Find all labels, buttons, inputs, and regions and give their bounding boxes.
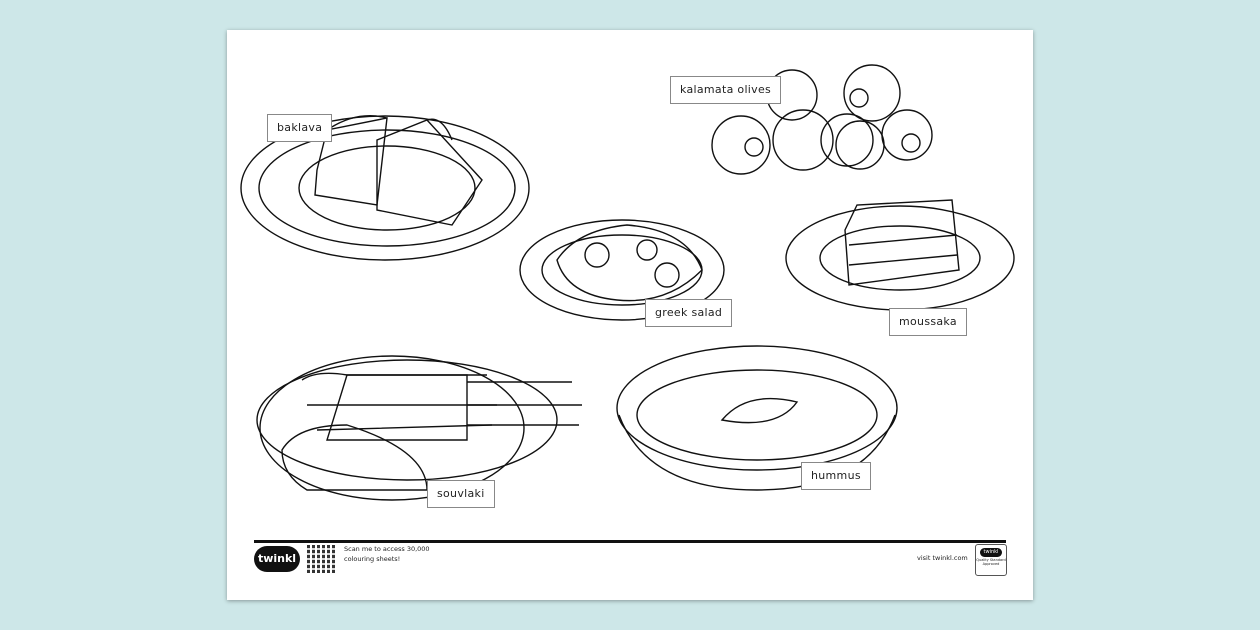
- label-greek-salad: greek salad: [645, 299, 733, 327]
- label-kalamata-olives: kalamata olives: [670, 76, 782, 104]
- visit-link[interactable]: visit twinkl.com: [917, 554, 968, 562]
- hummus-drawing: [616, 345, 898, 491]
- label-moussaka: moussaka: [889, 308, 967, 336]
- label-baklava: baklava: [267, 114, 333, 142]
- badge-text: Quality Standard Approved: [976, 558, 1006, 566]
- qr-code-icon: [307, 545, 335, 573]
- footer-divider: [254, 540, 1006, 543]
- label-hummus: hummus: [801, 462, 871, 490]
- moussaka-drawing: [785, 199, 1015, 311]
- twinkl-logo: twinkl: [254, 546, 300, 572]
- scan-text: Scan me to access 30,000 colouring sheet…: [344, 545, 430, 563]
- quality-badge: twinkl Quality Standard Approved: [975, 544, 1007, 576]
- label-souvlaki: souvlaki: [427, 480, 495, 508]
- food-illustrations: [240, 64, 1015, 501]
- badge-logo: twinkl: [980, 548, 1002, 557]
- baklava-drawing: [240, 115, 530, 261]
- souvlaki-drawing: [256, 355, 582, 501]
- colouring-sheet: baklava kalamata olives greek salad mous…: [227, 30, 1033, 600]
- greek-salad-drawing: [519, 219, 725, 321]
- olives-drawing: [711, 64, 933, 175]
